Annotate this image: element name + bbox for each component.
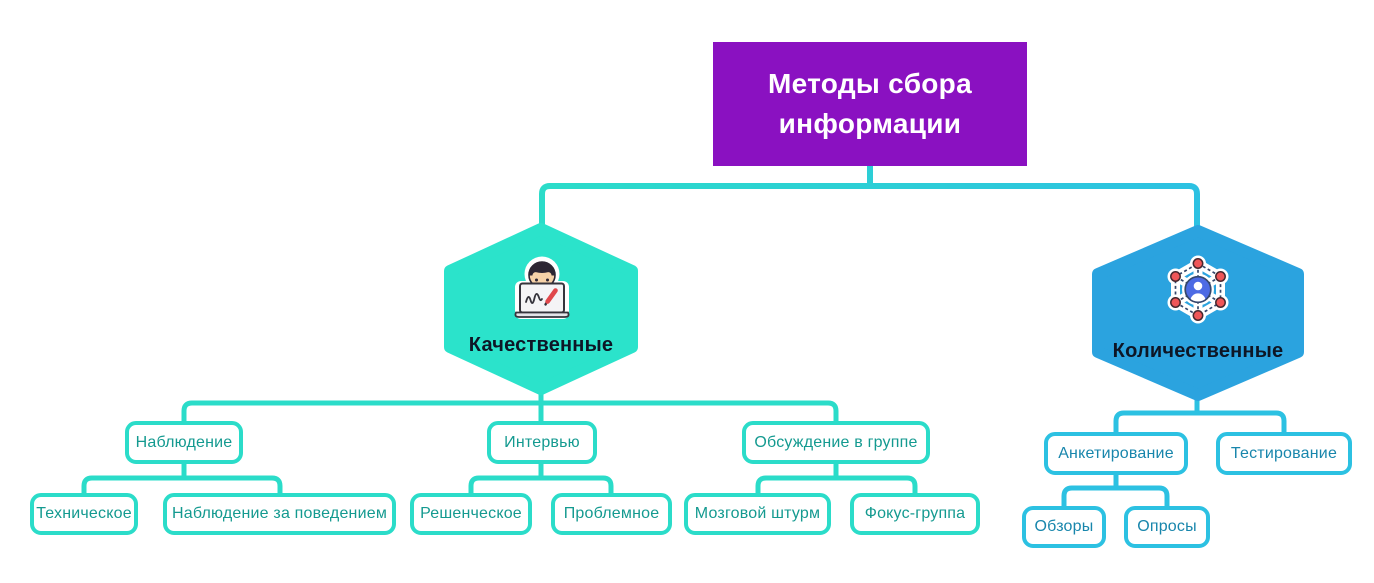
node-mozgovoy-shturm: Мозговой штурм <box>684 493 831 535</box>
node-obsuzhdenie-v-gruppe: Обсуждение в группе <box>742 421 930 464</box>
qualitative-node-label: Качественные <box>468 334 614 356</box>
connector-root <box>539 165 1200 232</box>
node-nablyudenie-za-povedeniem: Наблюдение за поведением <box>163 493 396 535</box>
node-obzory: Обзоры <box>1022 506 1106 548</box>
node-tehnicheskoe: Техническое <box>30 493 138 535</box>
node-reshencheskoe: Решенческое <box>410 493 532 535</box>
node-fokus-gruppa: Фокус-группа <box>850 493 980 535</box>
node-intervyu: Интервью <box>487 421 597 464</box>
network-people-icon <box>1162 254 1234 331</box>
node-problemnoe: Проблемное <box>551 493 672 535</box>
writer-laptop-icon <box>509 252 575 329</box>
node-anketirovanie: Анкетирование <box>1044 432 1188 475</box>
connector-qualitative <box>81 378 918 493</box>
node-oprosy: Опросы <box>1124 506 1210 548</box>
root-node: Методы сбора информации <box>713 42 1027 166</box>
node-testirovanie: Тестирование <box>1216 432 1352 475</box>
quantitative-node-label: Количественные <box>1112 340 1284 362</box>
node-nablyudenie: Наблюдение <box>125 421 243 464</box>
